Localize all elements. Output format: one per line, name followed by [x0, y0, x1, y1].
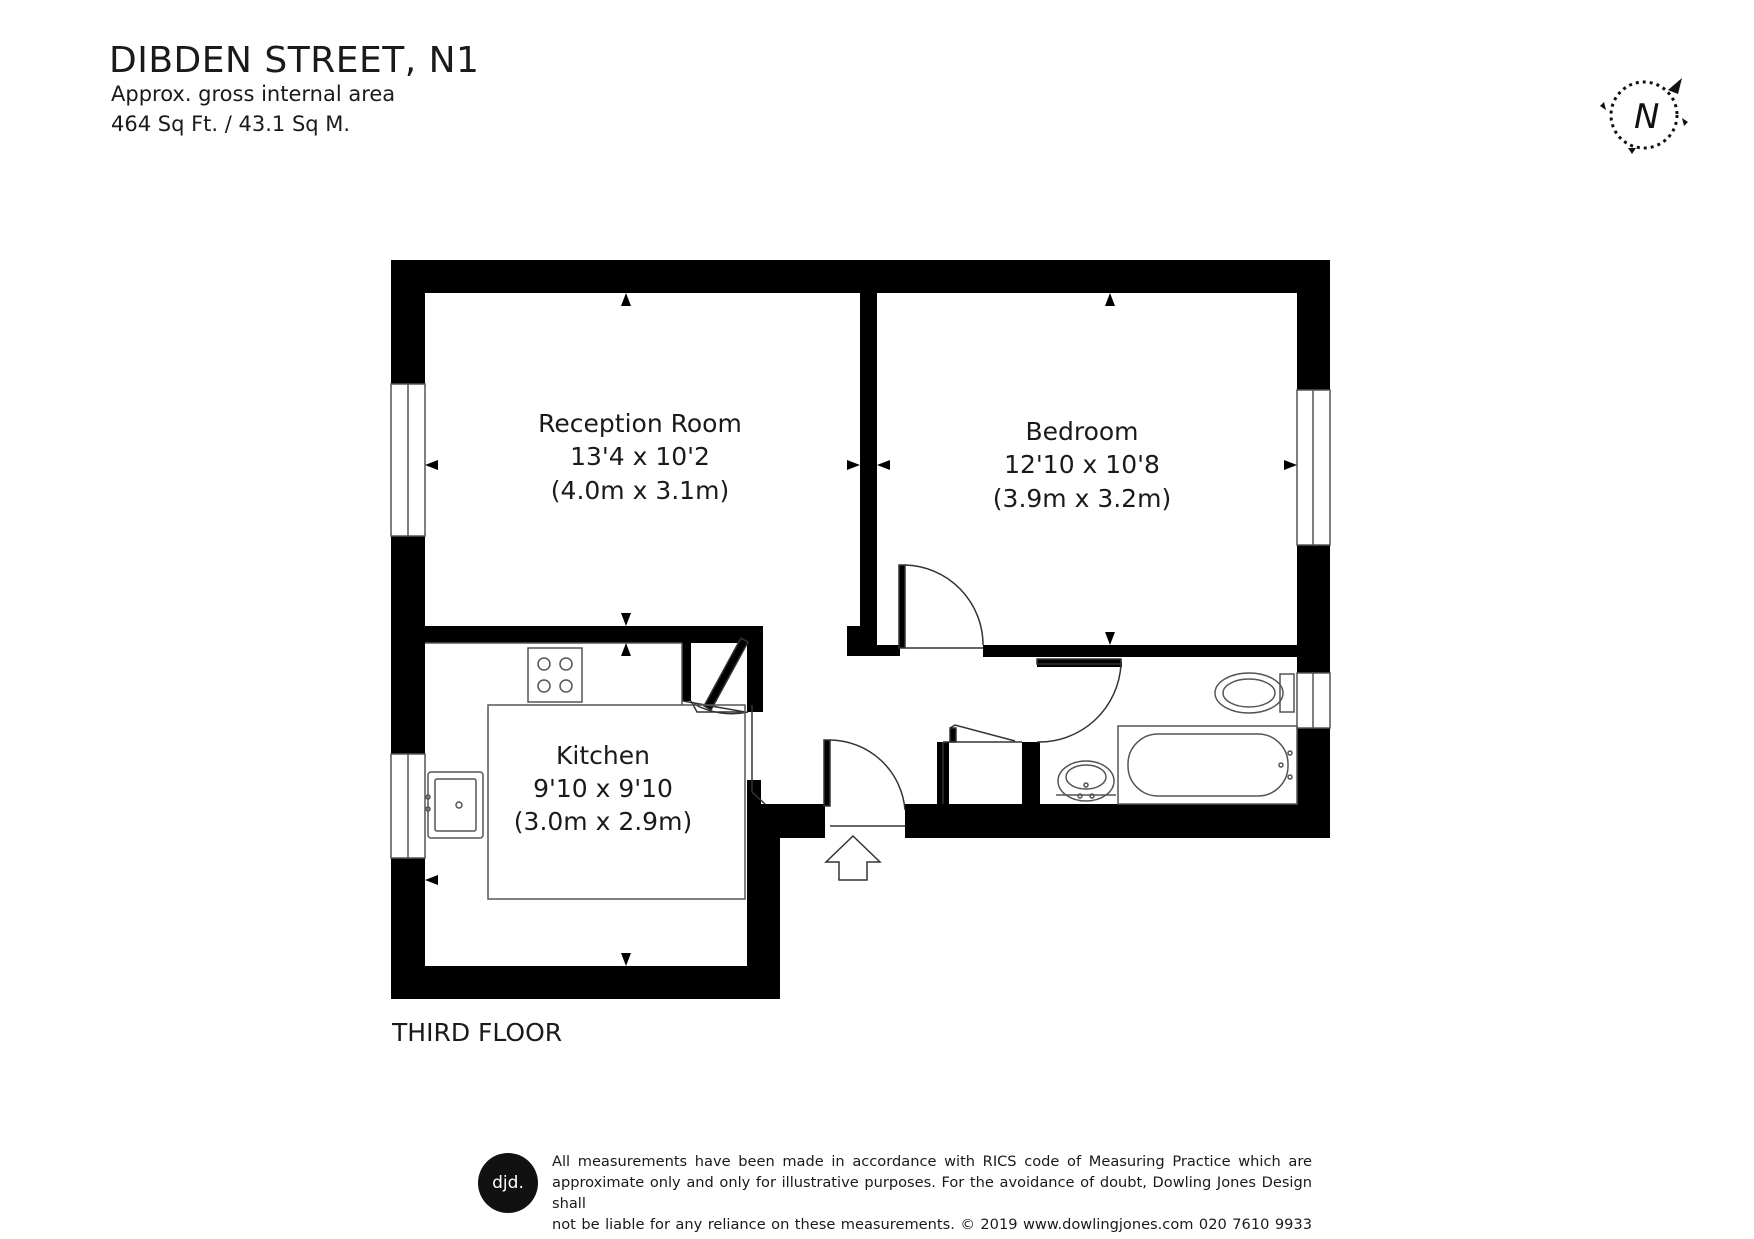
disclaimer-line: approximate only and only for illustrati… — [552, 1174, 1312, 1212]
entrance-arrow-icon — [824, 834, 882, 881]
room-size-reception-metric: (4.0m x 3.1m) — [551, 476, 729, 505]
wall-reception-bedroom — [860, 293, 877, 633]
page-title: DIBDEN STREET, N1 — [109, 40, 480, 81]
wall-entrance-left — [747, 804, 820, 838]
basin-icon — [1057, 760, 1115, 802]
bath-icon — [1117, 725, 1298, 805]
door-swing-bathroom — [1036, 663, 1122, 743]
compass-label: N — [1634, 97, 1659, 137]
disclaimer-line: not be liable for any reliance on these … — [552, 1216, 1312, 1233]
wall-right-lower — [1297, 728, 1330, 838]
room-size-bedroom-imperial: 12'10 x 10'8 — [1004, 450, 1160, 479]
wall-bottom-bath — [910, 804, 1330, 838]
toilet-icon — [1279, 673, 1295, 713]
disclaimer: All measurements have been made in accor… — [552, 1151, 1312, 1235]
room-name-kitchen: Kitchen — [556, 741, 650, 770]
area-label: Approx. gross internal area — [111, 82, 396, 106]
wall-top — [391, 260, 1330, 293]
room-size-kitchen-imperial: 9'10 x 9'10 — [533, 774, 673, 803]
door-swing-entrance — [829, 739, 906, 811]
area-value: 464 Sq Ft. / 43.1 Sq M. — [111, 112, 351, 136]
room-name-reception: Reception Room — [538, 409, 742, 438]
floor-label: THIRD FLOOR — [392, 1018, 563, 1047]
wall-right-upper — [1297, 260, 1330, 390]
wall-left-upper — [391, 260, 425, 384]
room-size-kitchen-metric: (3.0m x 2.9m) — [514, 807, 692, 836]
wall-kitchen-right-lower — [747, 838, 780, 999]
room-size-bedroom-metric: (3.9m x 3.2m) — [993, 484, 1171, 513]
wall-left-mid — [391, 536, 425, 754]
kitchen-worktop — [487, 704, 746, 900]
wall-bedroom-bath — [983, 645, 1297, 657]
company-logo: djd. — [478, 1153, 538, 1213]
hob-icon — [527, 647, 583, 703]
wall-right-mid — [1297, 545, 1330, 673]
north-arrow-icon — [1668, 78, 1682, 94]
wall-bottom-kitchen — [391, 966, 780, 999]
sink-icon — [427, 771, 484, 839]
wall-kitchen-right-upper — [747, 626, 763, 712]
compass-icon: N — [1600, 78, 1688, 154]
room-name-bedroom: Bedroom — [1025, 417, 1138, 446]
wall-reception-kitchen — [425, 626, 763, 643]
door-swing-bedroom — [904, 564, 984, 646]
wall-bath-cupboard — [1022, 742, 1040, 804]
room-size-reception-imperial: 13'4 x 10'2 — [570, 442, 710, 471]
disclaimer-line: All measurements have been made in accor… — [552, 1153, 1312, 1170]
